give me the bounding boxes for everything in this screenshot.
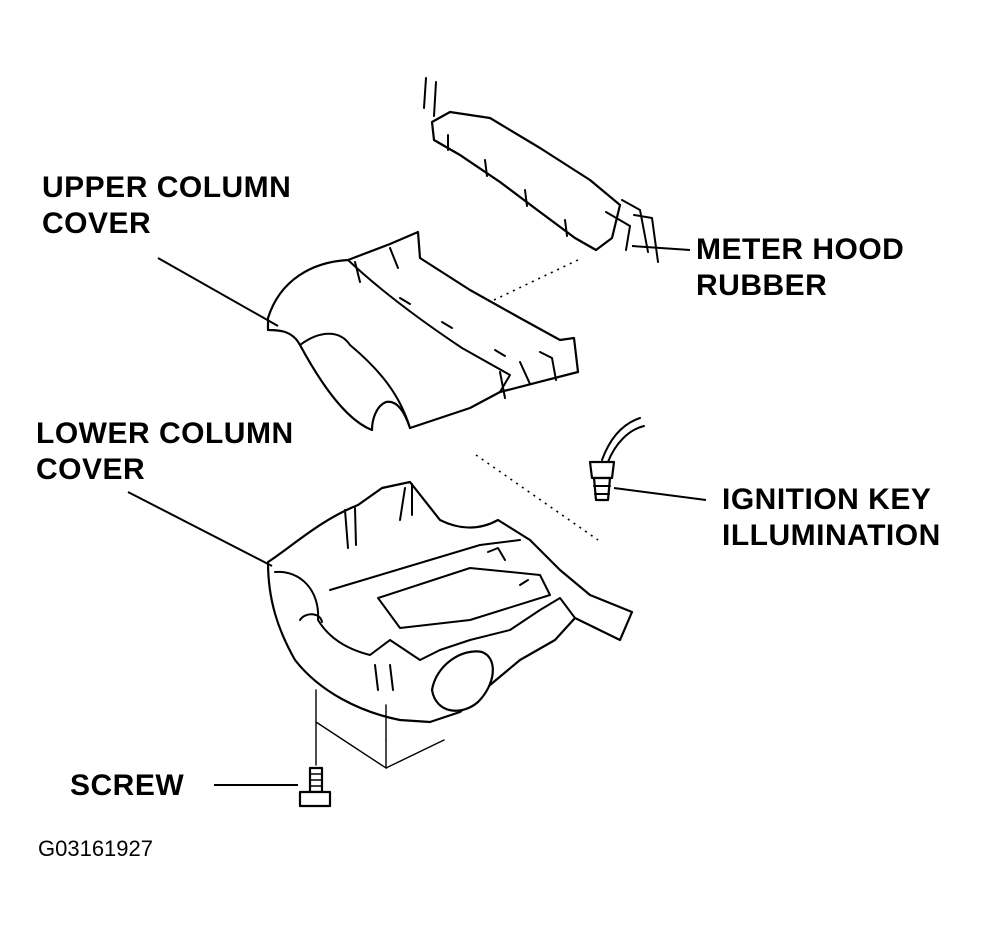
figure-code: G03161927 (38, 836, 153, 861)
lower-column-cover-label-line1: LOWER COLUMN (36, 417, 294, 450)
leader-lines (127, 245, 707, 786)
screw-label: SCREW (70, 769, 185, 802)
meter-hood-rubber-label-line1: METER HOOD (696, 233, 905, 266)
lower-column-cover-label-line2: COVER (36, 453, 146, 486)
screw-part (298, 766, 332, 808)
ignition-key-illumination-label-line2: ILLUMINATION (722, 519, 941, 552)
upper-column-cover-part (266, 230, 580, 432)
meter-hood-rubber-label: METER HOOD RUBBER (696, 232, 904, 304)
upper-column-cover-label: UPPER COLUMN COVER (42, 170, 291, 242)
ignition-key-illumination-label: IGNITION KEY ILLUMINATION (722, 482, 941, 554)
upper-column-cover-label-line2: COVER (42, 207, 152, 240)
meter-hood-rubber-part (423, 77, 659, 263)
lower-column-cover-label: LOWER COLUMN COVER (36, 416, 294, 488)
ignition-key-illumination-part (588, 417, 645, 502)
alignment-lines (315, 257, 599, 770)
ignition-key-illumination-label-line1: IGNITION KEY (722, 483, 932, 516)
upper-column-cover-label-line1: UPPER COLUMN (42, 171, 292, 204)
lower-column-cover-part (266, 480, 634, 724)
meter-hood-rubber-label-line2: RUBBER (696, 269, 828, 302)
